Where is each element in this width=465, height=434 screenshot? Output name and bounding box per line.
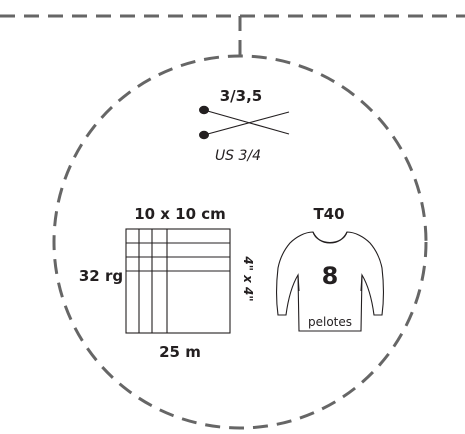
garment-size: T40: [313, 205, 344, 223]
needle-us-size: US 3/4: [215, 148, 261, 164]
yarn-length: 25 m: [159, 343, 201, 361]
balls-count: 8: [322, 262, 339, 290]
swatch-size-inches: 4" x 4": [241, 255, 255, 301]
balls-label: pelotes: [308, 315, 352, 329]
needle-size: 3/3,5: [220, 87, 263, 105]
dashed-frame: [0, 14, 465, 430]
gauge-rows: 32 rg: [79, 267, 123, 285]
sweater-icon: [275, 231, 385, 332]
knitting-needles-icon: [199, 105, 290, 140]
swatch-size: 10 x 10 cm: [134, 205, 226, 223]
gauge-swatch-icon: [125, 228, 231, 334]
